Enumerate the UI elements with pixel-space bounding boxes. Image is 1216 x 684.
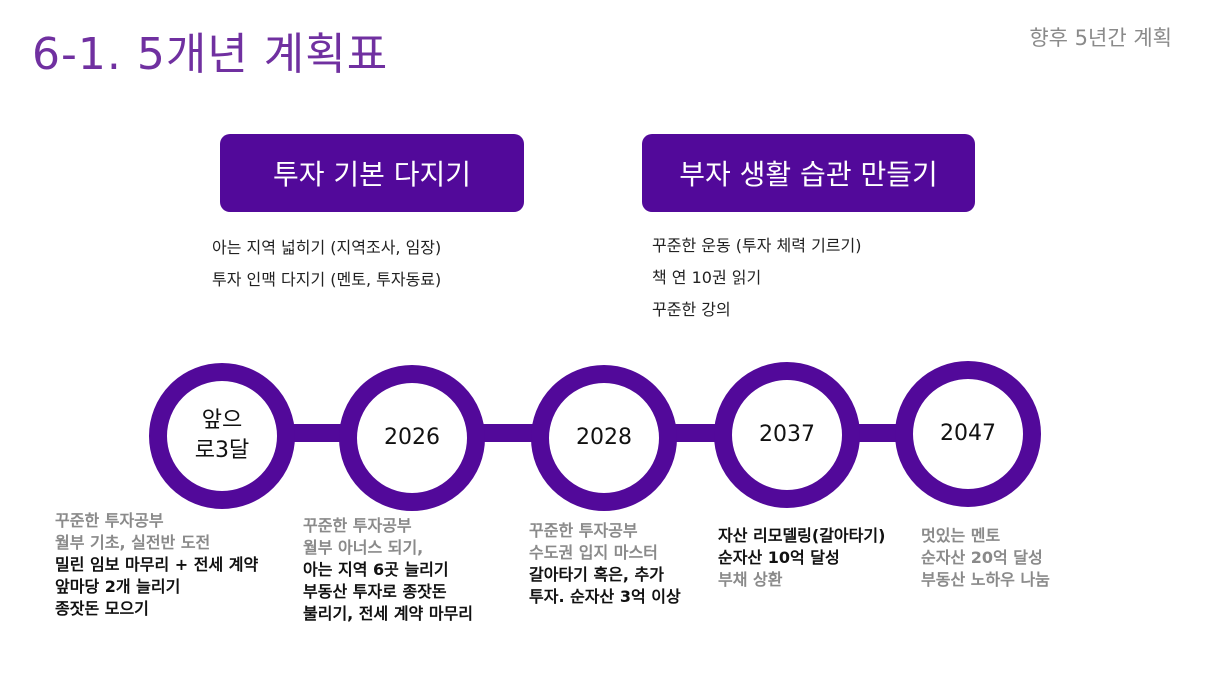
milestone-label: 2037 [759,422,815,447]
milestone-circle: 2026 [339,365,485,511]
milestone-label: 앞으 로3달 [194,408,250,463]
milestone-circle: 2047 [895,361,1041,507]
goal-line: 아는 지역 6곳 늘리기 [303,560,449,579]
goal-line: 수도권 입지 마스터 [529,543,658,562]
milestone-label: 2026 [384,425,440,450]
milestone-circle: 2028 [531,365,677,511]
goal-line: 투자. 순자산 3억 이상 [529,587,681,606]
goal-line: 부동산 노하우 나눔 [921,570,1050,589]
milestone-label: 2047 [940,421,996,446]
goal-line: 멋있는 멘토 [921,526,1001,545]
goal-line: 앞마당 2개 늘리기 [55,577,181,596]
goal-line: 월부 기초, 실전반 도전 [55,533,211,552]
theme-list-rich-habits: 꾸준한 운동 (투자 체력 기르기) 책 연 10권 읽기 꾸준한 강의 [652,230,861,326]
goal-line: 불리기, 전세 계약 마무리 [303,604,473,623]
goal-line: 부채 상환 [718,570,783,589]
list-item: 책 연 10권 읽기 [652,268,762,287]
list-item: 꾸준한 강의 [652,300,731,319]
goal-line: 꾸준한 투자공부 [55,511,164,530]
page-title: 6-1. 5개년 계획표 [32,29,389,80]
goal-line: 밀린 임보 마무리 + 전세 계약 [55,555,259,574]
milestone-circle: 2037 [714,362,860,508]
list-item: 투자 인맥 다지기 (멘토, 투자동료) [212,270,442,289]
list-item: 꾸준한 운동 (투자 체력 기르기) [652,236,862,255]
goal-line: 꾸준한 투자공부 [303,516,412,535]
goal-line: 갈아타기 혹은, 추가 [529,565,664,584]
goal-line: 꾸준한 투자공부 [529,521,638,540]
goal-line: 자산 리모델링(갈아타기) [718,526,886,545]
theme-box-invest-basics: 투자 기본 다지기 [220,134,524,212]
goal-line: 종잣돈 모으기 [55,599,149,618]
list-item: 아는 지역 넓히기 (지역조사, 임장) [212,238,442,257]
milestone-circle: 앞으 로3달 [149,363,295,509]
page-subtitle: 향후 5년간 계획 [1029,26,1172,50]
theme-list-invest-basics: 아는 지역 넓히기 (지역조사, 임장) 투자 인맥 다지기 (멘토, 투자동료… [212,232,441,296]
goal-line: 월부 아너스 되기, [303,538,424,557]
milestone-label: 2028 [576,425,632,450]
theme-box-rich-habits: 부자 생활 습관 만들기 [642,134,975,212]
goal-line: 순자산 20억 달성 [921,548,1043,567]
goal-line: 부동산 투자로 종잣돈 [303,582,447,601]
goal-line: 순자산 10억 달성 [718,548,840,567]
